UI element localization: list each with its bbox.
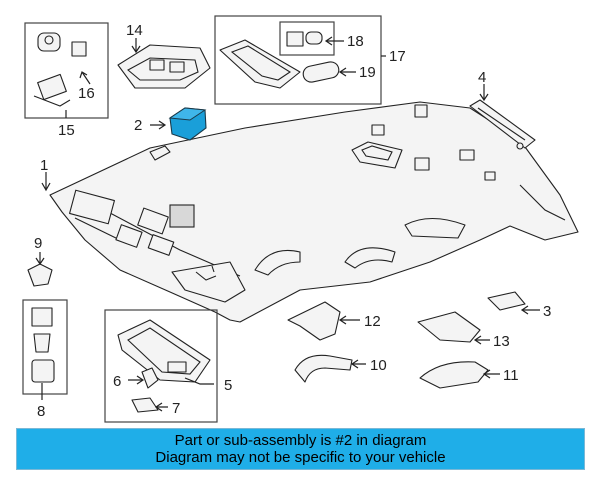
callout-box-15	[24, 22, 109, 119]
callout-6: 6	[113, 373, 121, 390]
callout-box-17	[214, 15, 382, 105]
bracket-part-12[interactable]	[287, 301, 341, 341]
banner-line-2: Diagram may not be specific to your vehi…	[155, 449, 446, 466]
overhead-console-part-14[interactable]	[117, 44, 211, 89]
callout-2: 2	[134, 117, 142, 134]
callout-9: 9	[34, 235, 42, 252]
callout-15: 15	[58, 122, 75, 139]
callout-18: 18	[347, 33, 364, 50]
sun-visor-part-5[interactable]	[117, 319, 211, 383]
callout-1: 1	[40, 157, 48, 174]
callout-14: 14	[126, 22, 143, 39]
socket-part-18[interactable]	[286, 31, 323, 47]
clip-part-9[interactable]	[27, 263, 53, 287]
callout-4: 4	[478, 69, 486, 86]
clip-set-part-8[interactable]	[31, 307, 55, 383]
grab-handle-part-11[interactable]	[419, 361, 489, 389]
callout-16: 16	[78, 85, 95, 102]
trim-part-4[interactable]	[469, 99, 536, 150]
callout-box-8	[22, 299, 68, 395]
callout-box-18	[279, 21, 335, 56]
callout-12: 12	[364, 313, 381, 330]
parts-diagram: 1 2 3 4 5 6 7 8 9 10 11 12 13 14 15 16 1…	[22, 15, 579, 423]
callout-19: 19	[359, 64, 376, 81]
lamp-part-17[interactable]	[219, 39, 301, 89]
visor-clip-part-6[interactable]	[141, 367, 159, 389]
bulb-part-19[interactable]	[302, 60, 341, 83]
bracket-part-13[interactable]	[417, 311, 481, 343]
trim-part-3[interactable]	[487, 291, 526, 311]
info-banner: Part or sub-assembly is #2 in diagram Di…	[16, 428, 585, 470]
bulb-part-16[interactable]	[33, 32, 87, 107]
grab-handle-part-10[interactable]	[294, 354, 353, 383]
callout-5: 5	[224, 377, 232, 394]
callout-3: 3	[543, 303, 551, 320]
callout-11: 11	[503, 367, 519, 384]
callout-10: 10	[370, 357, 387, 374]
headliner-part-1[interactable]	[49, 101, 579, 323]
callout-box-5	[104, 309, 218, 423]
callout-13: 13	[493, 333, 510, 350]
banner-line-1: Part or sub-assembly is #2 in diagram	[174, 432, 427, 449]
callout-17: 17	[389, 48, 406, 65]
highlighted-part-2[interactable]	[168, 107, 207, 141]
visor-bracket-part-7[interactable]	[131, 397, 159, 413]
callout-7: 7	[172, 400, 180, 417]
callout-8: 8	[37, 403, 45, 420]
